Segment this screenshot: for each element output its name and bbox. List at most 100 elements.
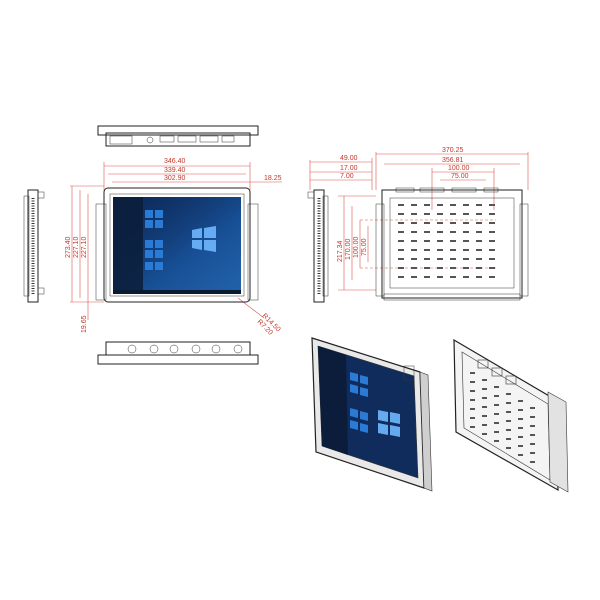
dim-back-vesa-100: 100.00 bbox=[448, 165, 470, 172]
vent-slot bbox=[518, 409, 523, 411]
windows-logo-icon bbox=[378, 410, 400, 437]
vent-slot bbox=[411, 258, 417, 260]
vent-slot bbox=[530, 425, 535, 427]
vent-slot bbox=[450, 240, 456, 242]
left-side-view bbox=[23, 189, 45, 303]
vent-slot bbox=[489, 240, 495, 242]
vent-slot bbox=[494, 413, 499, 415]
perspective-back-view bbox=[453, 338, 569, 493]
vent-slot bbox=[424, 204, 430, 206]
vent-slot bbox=[470, 372, 475, 374]
vent-slot bbox=[489, 231, 495, 233]
vent-slot bbox=[494, 404, 499, 406]
vent-slot bbox=[424, 258, 430, 260]
vent-slot bbox=[518, 436, 523, 438]
vent-slot bbox=[411, 222, 417, 224]
vent-slot bbox=[437, 276, 443, 278]
vent-slot bbox=[530, 416, 535, 418]
vent-slot bbox=[476, 222, 482, 224]
vent-slot bbox=[411, 204, 417, 206]
vent-slot bbox=[437, 222, 443, 224]
vent-slot bbox=[424, 231, 430, 233]
vent-slot bbox=[450, 276, 456, 278]
vent-slot bbox=[482, 406, 487, 408]
vent-slot bbox=[398, 231, 404, 233]
back-dimensions: 370.25 356.81 100.00 75.00 217.34 170.00… bbox=[337, 147, 529, 291]
vent-slot bbox=[482, 397, 487, 399]
vent-slot bbox=[476, 213, 482, 215]
vent-slot bbox=[470, 426, 475, 428]
dim-front-width-screen: 302.90 bbox=[164, 175, 186, 182]
vent-slot bbox=[450, 267, 456, 269]
dim-front-width-mid: 339.40 bbox=[164, 167, 186, 174]
vent-slot bbox=[463, 276, 469, 278]
vent-slot bbox=[424, 240, 430, 242]
vent-slot bbox=[450, 204, 456, 206]
vent-slot bbox=[437, 204, 443, 206]
vent-slot bbox=[463, 258, 469, 260]
vent-slot bbox=[518, 418, 523, 420]
vent-slot bbox=[424, 249, 430, 251]
vent-slot bbox=[476, 231, 482, 233]
vent-slot bbox=[398, 258, 404, 260]
vent-slot bbox=[489, 267, 495, 269]
vent-slot bbox=[398, 213, 404, 215]
vent-slot bbox=[463, 213, 469, 215]
vent-slot bbox=[398, 249, 404, 251]
vent-slot bbox=[398, 240, 404, 242]
perspective-front-view bbox=[311, 337, 433, 492]
vent-slot bbox=[489, 222, 495, 224]
vent-slot bbox=[482, 424, 487, 426]
vent-slot bbox=[411, 249, 417, 251]
vent-slot bbox=[463, 222, 469, 224]
vent-slot bbox=[530, 434, 535, 436]
vent-slot bbox=[463, 267, 469, 269]
vent-slot bbox=[437, 213, 443, 215]
vent-slot bbox=[494, 422, 499, 424]
front-dimensions: 346.40 339.40 302.90 18.25 273.40 227.10… bbox=[65, 158, 282, 337]
bottom-view bbox=[97, 341, 259, 365]
vent-slot bbox=[476, 249, 482, 251]
vent-slot bbox=[530, 452, 535, 454]
vent-slot bbox=[411, 240, 417, 242]
vent-slot bbox=[437, 240, 443, 242]
vent-slot bbox=[424, 222, 430, 224]
vent-slot bbox=[518, 400, 523, 402]
vent-slot bbox=[411, 213, 417, 215]
dim-front-bottom-offset: 19.65 bbox=[81, 315, 88, 333]
dim-front-width-outer: 346.40 bbox=[164, 158, 186, 165]
vent-slot bbox=[398, 276, 404, 278]
vent-slot bbox=[424, 276, 430, 278]
front-screen bbox=[113, 197, 241, 294]
vent-slot bbox=[506, 420, 511, 422]
vent-slot bbox=[494, 395, 499, 397]
vent-slot bbox=[463, 204, 469, 206]
dim-back-width-mid: 356.81 bbox=[442, 157, 464, 164]
vent-slot bbox=[411, 231, 417, 233]
vent-slot bbox=[476, 240, 482, 242]
vent-slot bbox=[518, 427, 523, 429]
vent-slot bbox=[411, 267, 417, 269]
vent-slot bbox=[470, 399, 475, 401]
back-view bbox=[375, 187, 529, 301]
dim-back-height-2: 170.00 bbox=[345, 238, 352, 260]
dim-back-height-3: 100.00 bbox=[353, 236, 360, 258]
vent-slot bbox=[489, 276, 495, 278]
vent-slot bbox=[518, 454, 523, 456]
dim-back-height-4: 75.00 bbox=[361, 238, 368, 256]
top-view bbox=[97, 125, 259, 147]
vent-slot bbox=[437, 231, 443, 233]
vent-slot bbox=[482, 415, 487, 417]
vent-slot bbox=[398, 222, 404, 224]
vent-slot bbox=[450, 231, 456, 233]
vent-slot bbox=[506, 429, 511, 431]
vent-slot bbox=[482, 379, 487, 381]
dim-back-width-outer: 370.25 bbox=[442, 147, 464, 154]
vent-slot bbox=[494, 431, 499, 433]
dim-front-height-outer: 273.40 bbox=[65, 236, 72, 258]
vent-slot bbox=[494, 386, 499, 388]
vent-slot bbox=[482, 388, 487, 390]
vent-slot bbox=[450, 222, 456, 224]
vent-slot bbox=[489, 204, 495, 206]
